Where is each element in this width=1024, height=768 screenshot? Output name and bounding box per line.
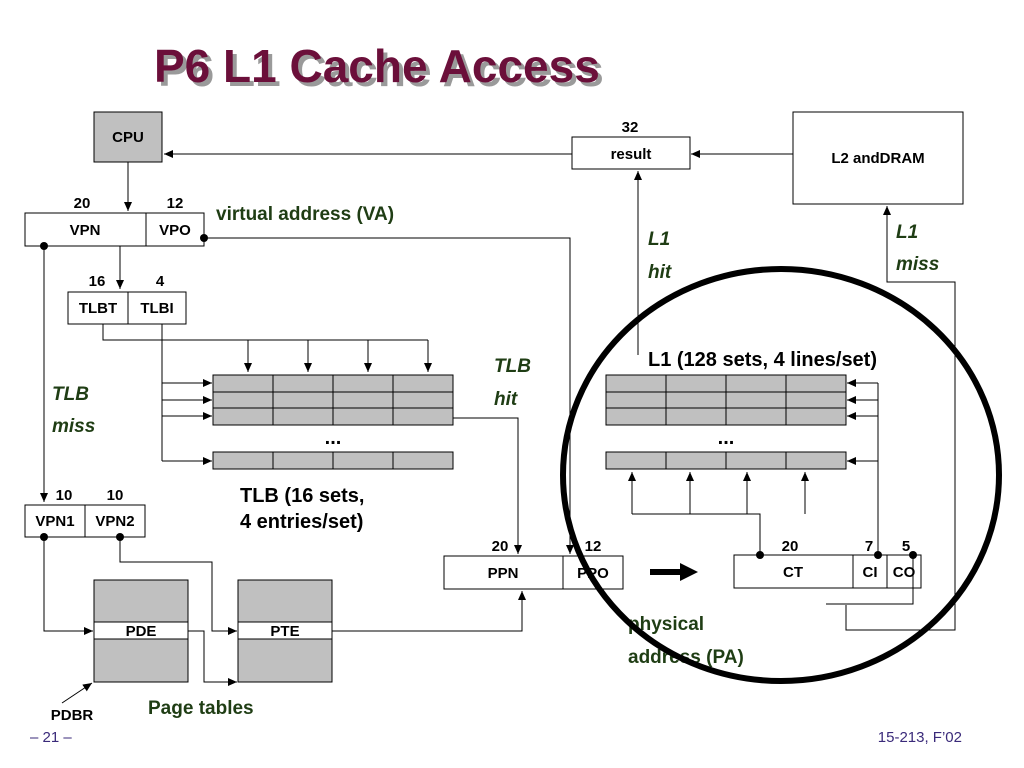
vpn-tap-dot bbox=[40, 242, 48, 250]
pdbr-arrow bbox=[61, 682, 93, 704]
pde-to-pte-arrow bbox=[188, 630, 237, 686]
vpn1-bits: 10 bbox=[56, 487, 73, 504]
co-bits: 5 bbox=[902, 538, 910, 555]
vpn1-to-pde-arrow bbox=[43, 537, 93, 635]
ppn-label: PPN bbox=[488, 565, 519, 582]
vpo-box bbox=[145, 212, 205, 247]
tlbi-box bbox=[127, 291, 187, 325]
pdbr-label: PDBR bbox=[51, 707, 94, 724]
tlb-miss-line1: TLB bbox=[52, 384, 89, 405]
va-caption: virtual address (VA) bbox=[216, 204, 394, 225]
tlb-hit-line1: TLB bbox=[494, 356, 531, 377]
ct-box bbox=[733, 554, 854, 589]
vpo-tap-dot bbox=[200, 234, 208, 242]
vpn1-label: VPN1 bbox=[35, 513, 74, 530]
vpn2-to-pte-arrow bbox=[119, 537, 237, 635]
tlbi-label: TLBI bbox=[140, 300, 173, 317]
cpu-box bbox=[93, 111, 163, 163]
pa-transfer-arrow-shaft bbox=[650, 569, 682, 575]
ct-bits: 20 bbox=[782, 538, 799, 555]
vpn1-dot bbox=[40, 533, 48, 541]
page-tables-caption: Page tables bbox=[148, 698, 254, 719]
l1-miss-line2: miss bbox=[896, 254, 939, 275]
cpu-label: CPU bbox=[112, 129, 144, 146]
co-box bbox=[886, 554, 922, 589]
pa-transfer-arrow bbox=[650, 563, 698, 581]
co-dot bbox=[909, 551, 917, 559]
result-box bbox=[571, 136, 691, 170]
ppn-box bbox=[443, 555, 564, 590]
tlb-caption-line1: TLB (16 sets, bbox=[240, 485, 364, 507]
ci-bits: 7 bbox=[865, 538, 873, 555]
tlb-ellipsis: ... bbox=[325, 427, 342, 449]
l1-caption: L1 (128 sets, 4 lines/set) bbox=[648, 349, 877, 371]
tlb-hit-arrow bbox=[453, 417, 522, 554]
tlb-array bbox=[212, 374, 454, 470]
pa-caption-line1: physical bbox=[628, 614, 704, 635]
l1-array bbox=[605, 374, 847, 470]
tlb-caption-line2: 4 entries/set) bbox=[240, 511, 363, 533]
footer-page-number: – 21 – bbox=[30, 729, 72, 746]
pde-label: PDE bbox=[126, 623, 157, 640]
l2-dram-box bbox=[792, 111, 964, 205]
l1-hit-line1: L1 bbox=[648, 229, 670, 250]
l1-hit-line2: hit bbox=[648, 262, 672, 283]
l1-miss-arrow bbox=[845, 206, 956, 631]
page-title: P6 L1 Cache Access bbox=[154, 40, 600, 92]
footer-course-id: 15-213, F’02 bbox=[878, 729, 962, 746]
vpn2-box bbox=[84, 504, 146, 538]
vpn1-box bbox=[24, 504, 86, 538]
result-bits: 32 bbox=[622, 119, 639, 136]
l1-ellipsis: ... bbox=[718, 427, 735, 449]
vpn2-label: VPN2 bbox=[95, 513, 134, 530]
vpn-box bbox=[24, 212, 147, 247]
ppo-bits: 12 bbox=[585, 538, 602, 555]
ct-compare-line bbox=[632, 513, 761, 555]
l1-miss-line1: L1 bbox=[896, 222, 918, 243]
pte-label: PTE bbox=[270, 623, 299, 640]
tlbt-compare-line bbox=[102, 324, 428, 341]
vpn2-bits: 10 bbox=[107, 487, 124, 504]
tlbt-box bbox=[67, 291, 129, 325]
ppn-bits: 20 bbox=[492, 538, 509, 555]
tlb-miss-line2: miss bbox=[52, 416, 95, 437]
vpo-label: VPO bbox=[159, 222, 191, 239]
vpn-label: VPN bbox=[70, 222, 101, 239]
tlbi-bits: 4 bbox=[156, 273, 165, 290]
result-label: result bbox=[611, 146, 652, 163]
co-line bbox=[826, 555, 914, 605]
ct-label: CT bbox=[783, 564, 803, 581]
tlbt-bits: 16 bbox=[89, 273, 106, 290]
pte-to-ppn-arrow bbox=[332, 591, 526, 632]
l1-highlight-ellipse bbox=[560, 266, 1002, 684]
vpn-bits: 20 bbox=[74, 195, 91, 212]
ci-dot bbox=[874, 551, 882, 559]
vpo-bits: 12 bbox=[167, 195, 184, 212]
ct-dot bbox=[756, 551, 764, 559]
tlb-hit-line2: hit bbox=[494, 389, 518, 410]
co-label: CO bbox=[893, 564, 916, 581]
tlbt-label: TLBT bbox=[79, 300, 117, 317]
pa-transfer-arrow-head bbox=[680, 563, 698, 581]
vpo-to-ppo-arrow bbox=[204, 237, 574, 554]
l2-dram-label: L2 andDRAM bbox=[831, 150, 924, 167]
title-shadow: P6 L1 Cache Access bbox=[158, 44, 604, 96]
vpn2-dot bbox=[116, 533, 124, 541]
ci-label: CI bbox=[863, 564, 878, 581]
